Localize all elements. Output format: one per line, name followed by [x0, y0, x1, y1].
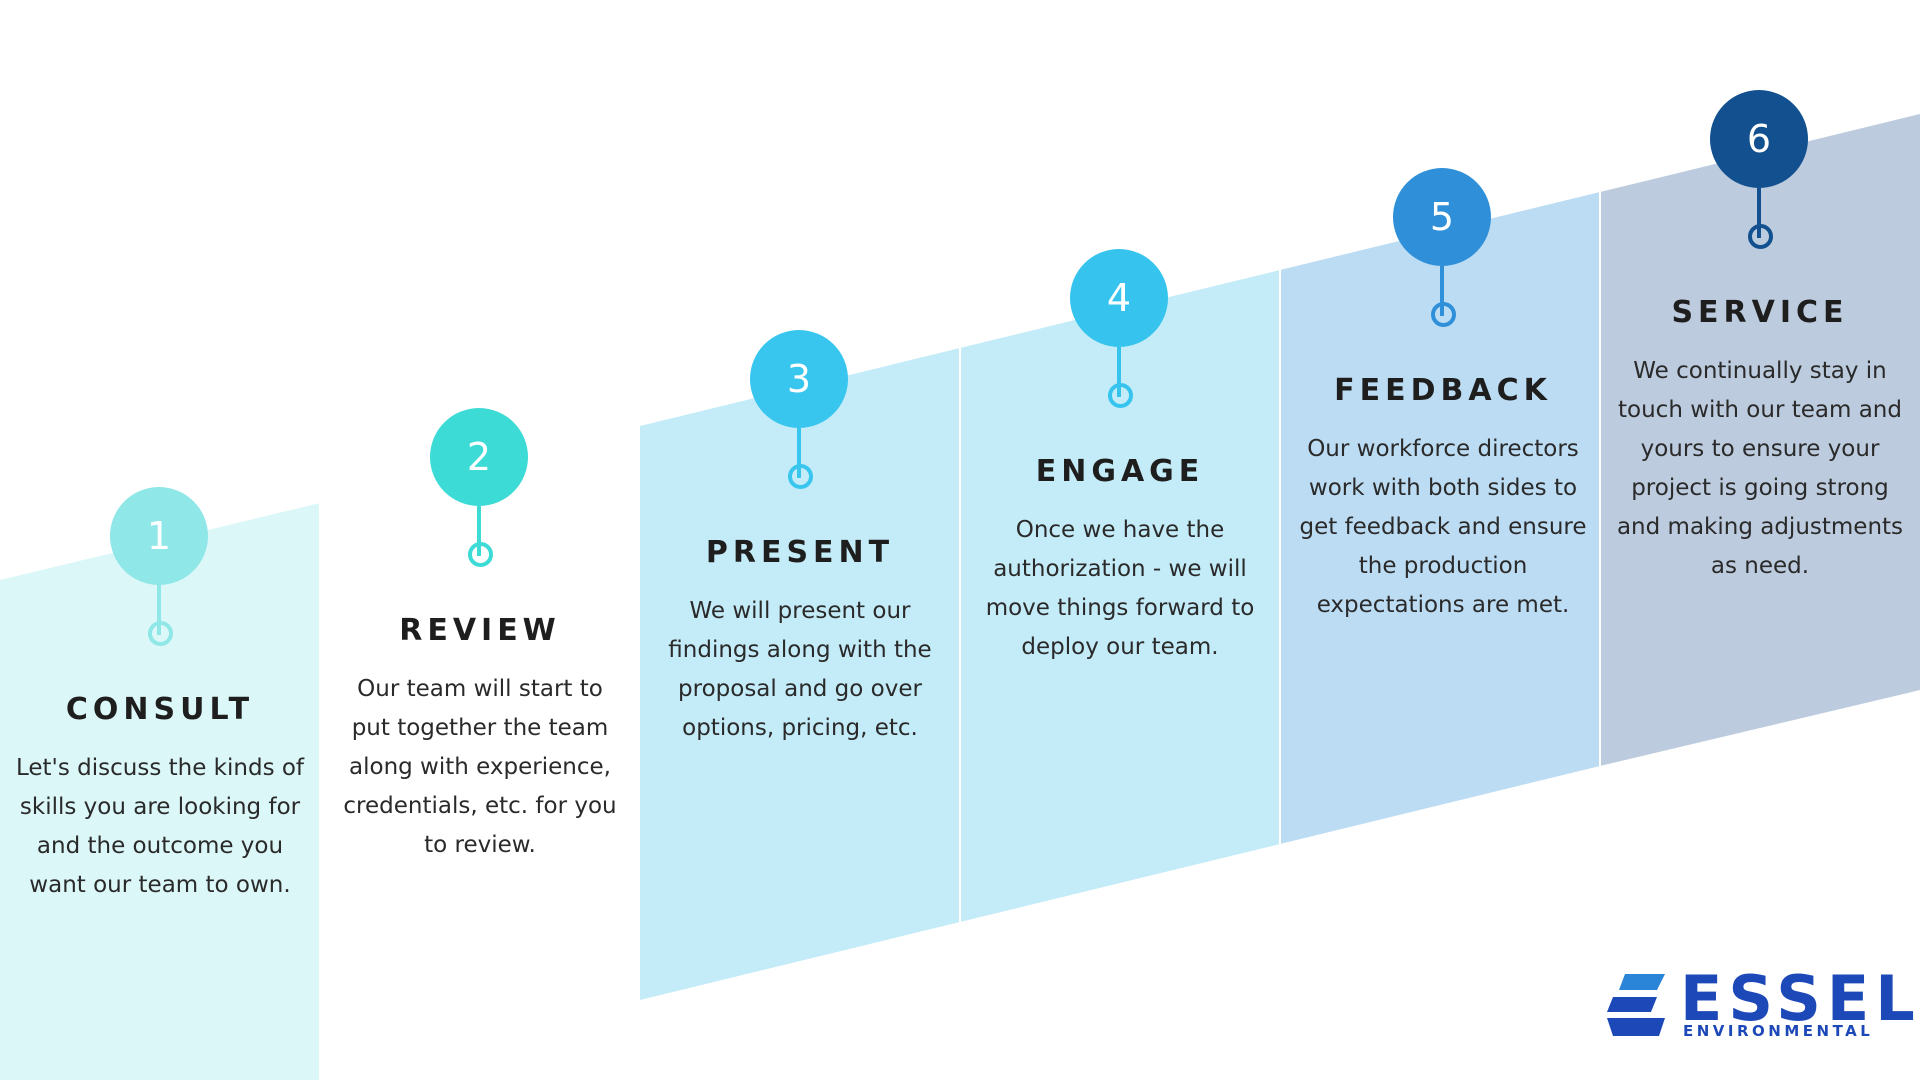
step-title: CONSULT — [65, 692, 255, 727]
step-description: Once we have the authorization - we will… — [985, 517, 1255, 660]
band-review — [320, 426, 640, 1080]
connector-ring-icon — [788, 464, 813, 489]
step-description: Our team will start to put together the … — [343, 676, 617, 858]
band-engage — [960, 270, 1280, 922]
step-title: PRESENT — [705, 535, 895, 570]
connector-stem — [157, 585, 161, 635]
step-description: We will present our findings along with … — [668, 598, 932, 741]
band-consult — [0, 503, 320, 1080]
step-number-badge: 2 — [430, 408, 528, 506]
step-description: Our workforce directors work with both s… — [1299, 436, 1587, 618]
band-present — [640, 348, 960, 1000]
logo-mark-icon — [1607, 974, 1665, 1036]
connector-ring-icon — [468, 542, 493, 567]
step-title: REVIEW — [399, 613, 561, 648]
connector-ring-icon — [148, 621, 173, 646]
band-service — [1600, 114, 1920, 766]
step-number-badge: 4 — [1070, 249, 1168, 347]
connector-ring-icon — [1748, 224, 1773, 249]
step-description: We continually stay in touch with our te… — [1616, 358, 1904, 579]
connector-stem — [1117, 347, 1121, 397]
logo-name: ESSEL — [1680, 962, 1920, 1035]
logo-subtitle: ENVIRONMENTAL — [1683, 1022, 1874, 1040]
step-title: FEEDBACK — [1334, 373, 1552, 408]
connector-stem — [1757, 188, 1761, 238]
step-number-badge: 5 — [1393, 168, 1491, 266]
step-title: SERVICE — [1671, 295, 1849, 330]
step-title: ENGAGE — [1035, 454, 1205, 489]
band-feedback — [1280, 192, 1600, 844]
connector-stem — [477, 506, 481, 556]
connector-ring-icon — [1431, 302, 1456, 327]
connector-ring-icon — [1108, 383, 1133, 408]
step-number-badge: 6 — [1710, 90, 1808, 188]
step-number-badge: 1 — [110, 487, 208, 585]
essel-logo: ESSEL ENVIRONMENTAL — [1605, 962, 1915, 1040]
step-description: Let's discuss the kinds of skills you ar… — [15, 755, 305, 898]
step-number-badge: 3 — [750, 330, 848, 428]
connector-stem — [1440, 266, 1444, 316]
connector-stem — [797, 428, 801, 478]
